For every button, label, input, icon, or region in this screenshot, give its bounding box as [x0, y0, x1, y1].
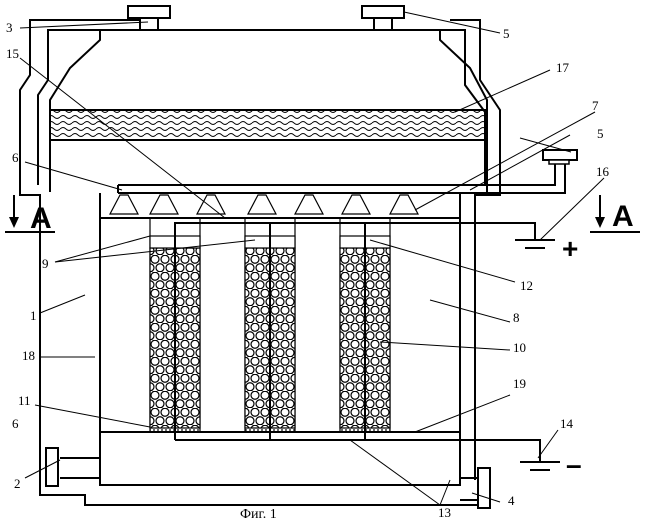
- top-nozzle-right: [362, 6, 404, 18]
- label-15: 15: [6, 46, 19, 61]
- figure-caption: Фиг. 1: [240, 507, 277, 522]
- bottom-outlet-left: [60, 458, 100, 478]
- label-10: 10: [513, 340, 526, 355]
- sprayer: [295, 195, 323, 214]
- sprayer: [197, 195, 225, 214]
- label-4: 4: [508, 493, 515, 508]
- section-letter-right: A: [612, 200, 634, 233]
- label-16: 16: [596, 164, 610, 179]
- side-nozzle: [543, 150, 577, 160]
- label-6-bottom: 6: [12, 416, 19, 431]
- distribution-pipe: [118, 162, 555, 185]
- top-nozzle-left: [128, 6, 170, 18]
- plus-sign: +: [562, 233, 578, 264]
- section-letter-left: A: [30, 202, 52, 235]
- label-12: 12: [520, 278, 533, 293]
- label-8: 8: [513, 310, 520, 325]
- sprayer: [110, 195, 138, 214]
- sprayer: [248, 195, 276, 214]
- label-1: 1: [30, 308, 37, 323]
- label-19: 19: [513, 376, 526, 391]
- negative-bus: [175, 440, 540, 462]
- sprayer: [390, 195, 418, 214]
- bottom-outlet-right: [460, 478, 477, 500]
- sprayer: [150, 195, 178, 214]
- label-3: 3: [6, 20, 13, 35]
- label-5-top: 5: [503, 26, 510, 41]
- minus-sign: –: [566, 449, 582, 480]
- label-5-side: 5: [597, 126, 604, 141]
- inner-housing-right: [440, 30, 485, 185]
- label-13: 13: [438, 505, 451, 520]
- label-6-top: 6: [12, 150, 19, 165]
- outer-housing-right: [450, 20, 500, 480]
- sprayer: [342, 195, 370, 214]
- inner-housing: [38, 30, 100, 185]
- label-14: 14: [560, 416, 574, 431]
- label-18: 18: [22, 348, 35, 363]
- label-2: 2: [14, 476, 21, 491]
- label-9: 9: [42, 256, 49, 271]
- filter-layer: [50, 110, 487, 140]
- label-11: 11: [18, 393, 31, 408]
- label-7: 7: [592, 98, 599, 113]
- label-17: 17: [556, 60, 570, 75]
